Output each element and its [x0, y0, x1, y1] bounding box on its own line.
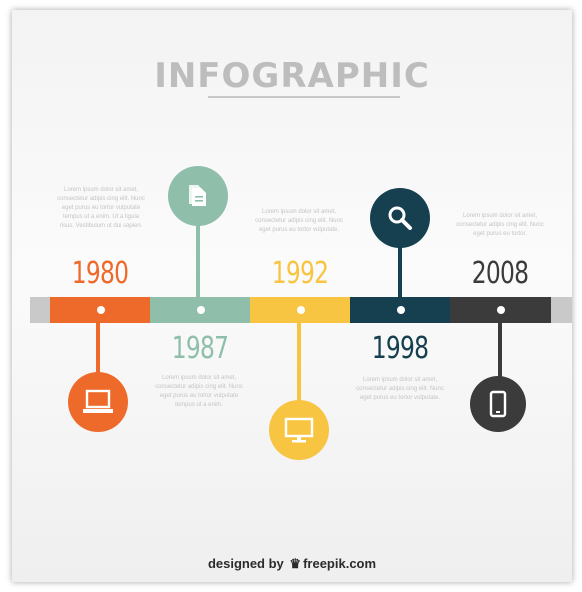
laptop-icon: [83, 389, 113, 413]
connector-1998: [398, 246, 402, 298]
description-2008: Lorem ipsum dolor sit amet, consectetur …: [456, 213, 544, 237]
document-icon: [189, 185, 206, 206]
timeline-bar-left-cap: [30, 297, 52, 323]
description-1998: Lorem ipsum dolor sit amet, consectetur …: [356, 377, 444, 401]
connector-2008: [498, 323, 502, 383]
timeline-segment-1980: [50, 297, 151, 323]
year-label-1992: 1992: [271, 256, 329, 291]
year-label-1980: 1980: [71, 256, 129, 291]
timeline-segment-2008: [450, 297, 551, 323]
monitor-icon: [284, 417, 314, 443]
description-1992: Lorem ipsum dolor sit amet, consectetur …: [255, 209, 343, 233]
year-label-2008: 2008: [471, 256, 529, 291]
connector-1980: [96, 323, 100, 383]
description-1987: Lorem ipsum dolor sit amet, consectetur …: [155, 375, 243, 408]
smartphone-icon: [489, 390, 507, 418]
timeline-dot: [296, 306, 305, 314]
credit-prefix: designed by: [207, 556, 284, 571]
connector-1987: [196, 224, 200, 298]
milestone-circle-1987: [168, 166, 228, 226]
connector-1992: [297, 323, 301, 403]
timeline-segment-1987: [150, 297, 251, 323]
credit-brand: freepik.com: [303, 556, 377, 571]
timeline-dot: [496, 306, 505, 314]
designer-credit: designed by ♛freepik.com: [12, 556, 572, 572]
timeline-dot: [396, 306, 405, 314]
milestone-circle-1998: [370, 188, 430, 248]
year-label-1998: 1998: [371, 331, 429, 366]
year-label-1987: 1987: [171, 331, 229, 366]
title-underline: [208, 96, 400, 98]
description-1980: Lorem ipsum dolor sit amet, consectetur …: [57, 187, 145, 229]
timeline-dot: [196, 306, 205, 314]
timeline-segment-1998: [350, 297, 451, 323]
milestone-circle-1980: [68, 372, 128, 432]
freepik-logo-icon: ♛: [289, 556, 302, 571]
timeline-segment-1992: [250, 297, 351, 323]
infographic-title: INFOGRAPHIC: [154, 56, 430, 96]
milestone-circle-2008: [470, 376, 526, 432]
timeline-dot: [96, 306, 105, 314]
magnifier-icon: [388, 206, 412, 230]
infographic-card: INFOGRAPHIC 1980 Lorem ipsum dolor sit a…: [12, 10, 572, 582]
milestone-circle-1992: [269, 400, 329, 460]
timeline-bar-right-cap: [550, 297, 572, 323]
